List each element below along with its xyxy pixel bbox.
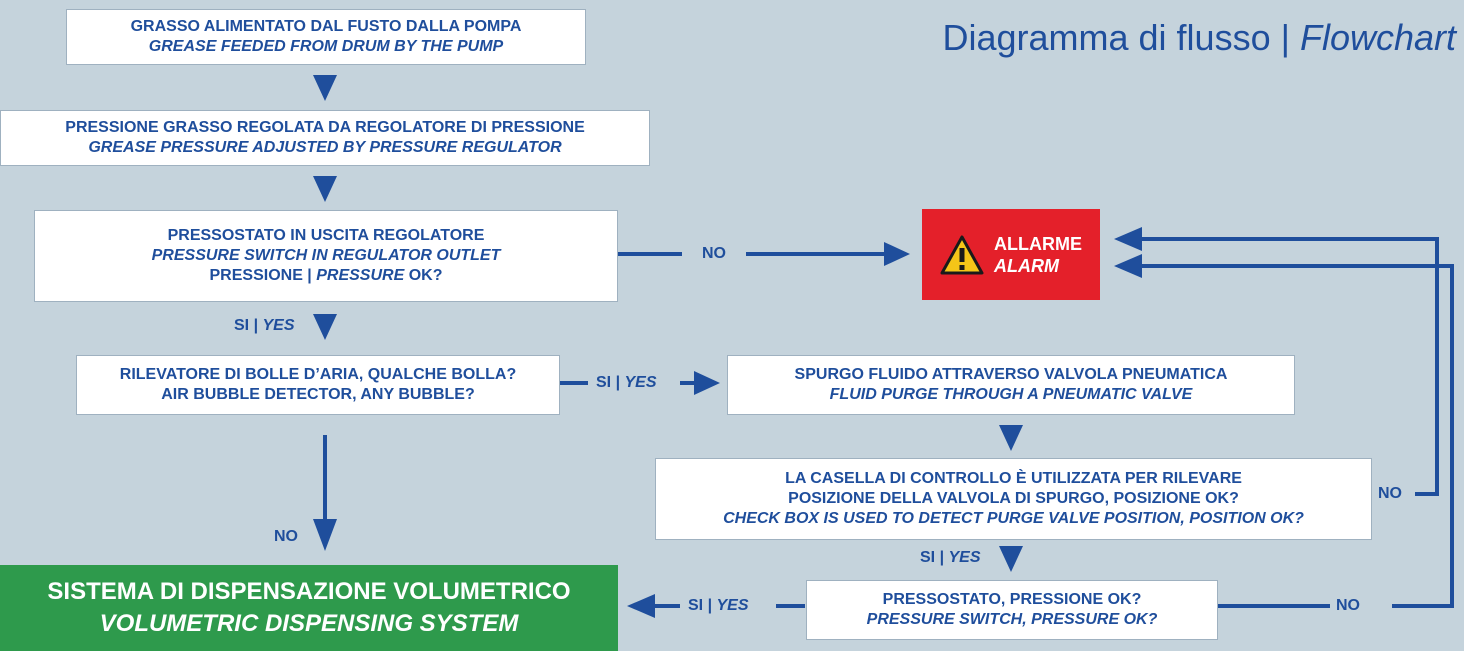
arrow-loop-to-alarm-bottom [1114, 254, 1142, 278]
air-bubble-en-b: ANY BUBBLE? [360, 386, 475, 403]
label-yes: YES [262, 317, 295, 334]
arrow-step3-step4 [313, 314, 337, 340]
arrow-step5-step6 [999, 425, 1023, 451]
label-yes: YES [948, 549, 981, 566]
alarm-label-en: ALARM [994, 255, 1059, 276]
label-yes-final: SI | YES [682, 596, 755, 616]
step-pressure-switch-final-en: PRESSURE SWITCH, PRESSURE OK? [867, 610, 1158, 630]
question-ok: OK? [404, 267, 443, 284]
page-title: Diagramma di flusso | Flowchart [942, 16, 1456, 60]
question-pressione: PRESSIONE | [209, 267, 317, 284]
label-yes-pressure: SI | YES [228, 316, 301, 336]
check-box-l3-b: POSITION OK? [1189, 510, 1304, 527]
arrow-yes-to-final [627, 594, 655, 618]
step-grease-feed-en: GREASE FEEDED FROM DRUM BY THE PUMP [148, 38, 504, 55]
step-grease-feed-it: GRASSO ALIMENTATO DAL FUSTO DALLA POMPA [130, 18, 522, 35]
step-pressure-regulation-it: PRESSIONE GRASSO REGOLATA DA REGOLATORE … [65, 119, 585, 136]
label-no-position: NO [1372, 484, 1408, 504]
step-grease-feed: GRASSO ALIMENTATO DAL FUSTO DALLA POMPA … [66, 9, 586, 65]
step-check-box-l3: CHECK BOX IS USED TO DETECT PURGE VALVE … [723, 509, 1304, 529]
label-yes: YES [716, 597, 749, 614]
label-si: SI | [920, 549, 949, 566]
step-air-bubble-it: RILEVATORE DI BOLLE D’ARIA, QUALCHE BOLL… [120, 365, 516, 385]
air-bubble-it-b: QUALCHE BOLLA? [367, 366, 517, 383]
label-si: SI | [688, 597, 717, 614]
step-check-box-l1: LA CASELLA DI CONTROLLO È UTILIZZATA PER… [785, 470, 1242, 487]
step-air-bubble-detector: RILEVATORE DI BOLLE D’ARIA, QUALCHE BOLL… [76, 355, 560, 415]
label-yes-bubble: SI | YES [590, 373, 663, 393]
arrow-step2-step3 [313, 176, 337, 202]
label-si: SI | [234, 317, 263, 334]
step-regulator-pressure-question: PRESSIONE | PRESSURE OK? [210, 266, 443, 286]
final-label-en: VOLUMETRIC DISPENSING SYSTEM [99, 610, 519, 637]
pressure-switch-en-a: PRESSURE SWITCH, [866, 611, 1032, 628]
volumetric-dispensing-system: SISTEMA DI DISPENSAZIONE VOLUMETRICO VOL… [0, 565, 618, 651]
label-yes: YES [624, 374, 657, 391]
arrow-loop-to-alarm-top [1114, 227, 1142, 251]
label-no-bubble: NO [268, 527, 304, 547]
step-regulator-pressure-switch-it: PRESSOSTATO IN USCITA REGOLATORE [167, 227, 485, 244]
step-pressure-regulation: PRESSIONE GRASSO REGOLATA DA REGOLATORE … [0, 110, 650, 166]
title-main: Diagramma di flusso | [942, 17, 1300, 58]
step-fluid-purge-en: FLUID PURGE THROUGH A PNEUMATIC VALVE [829, 386, 1193, 403]
step-pressure-switch-final-it: PRESSOSTATO, PRESSIONE OK? [882, 591, 1142, 608]
step-fluid-purge: SPURGO FLUIDO ATTRAVERSO VALVOLA PNEUMAT… [727, 355, 1295, 415]
step-pressure-regulation-en: GREASE PRESSURE ADJUSTED BY PRESSURE REG… [88, 139, 562, 156]
check-box-l2-a: POSIZIONE DELLA VALVOLA DI SPURGO, [788, 490, 1114, 507]
air-bubble-it-a: RILEVATORE DI BOLLE D’ARIA, [119, 366, 368, 383]
label-no-final-pressure: NO [1330, 596, 1366, 616]
alarm-label-it: ALLARME [994, 233, 1082, 254]
arrow-yes-to-purge [694, 371, 720, 395]
alarm-box: ALLARME ALARM [922, 209, 1100, 300]
step-regulator-pressure-switch-en: PRESSURE SWITCH IN REGULATOR OUTLET [151, 247, 501, 264]
step-pressure-switch-final: PRESSOSTATO, PRESSIONE OK? PRESSURE SWIT… [806, 580, 1218, 640]
air-bubble-en-a: AIR BUBBLE DETECTOR, [161, 386, 361, 403]
title-italic: Flowchart [1299, 17, 1456, 58]
check-box-l3-a: CHECK BOX IS USED TO DETECT PURGE VALVE … [723, 510, 1190, 527]
step-check-box-position: LA CASELLA DI CONTROLLO È UTILIZZATA PER… [655, 458, 1372, 540]
line-step7-no-loop [1142, 264, 1454, 608]
arrow-no-to-alarm [884, 242, 910, 266]
pressure-switch-en-b: PRESSURE OK? [1031, 611, 1158, 628]
question-pressure: PRESSURE [316, 267, 405, 284]
arrow-step6-step7 [999, 546, 1023, 572]
arrow-step1-step2 [313, 75, 337, 101]
label-no-pressure: NO [696, 244, 732, 264]
check-box-l2-b: POSIZIONE OK? [1113, 490, 1239, 507]
warning-icon [940, 235, 984, 274]
step-regulator-pressure-switch: PRESSOSTATO IN USCITA REGOLATORE PRESSUR… [34, 210, 618, 302]
step-check-box-l2: POSIZIONE DELLA VALVOLA DI SPURGO, POSIZ… [788, 489, 1239, 509]
step-fluid-purge-it: SPURGO FLUIDO ATTRAVERSO VALVOLA PNEUMAT… [794, 366, 1228, 383]
line-step6-no-loop [1142, 237, 1439, 496]
arrow-step4-final [313, 519, 337, 551]
alarm-text: ALLARME ALARM [994, 233, 1082, 277]
label-si: SI | [596, 374, 625, 391]
final-label-it: SISTEMA DI DISPENSAZIONE VOLUMETRICO [47, 578, 571, 605]
step-air-bubble-en: AIR BUBBLE DETECTOR, ANY BUBBLE? [161, 385, 475, 405]
label-yes-position: SI | YES [914, 548, 987, 568]
